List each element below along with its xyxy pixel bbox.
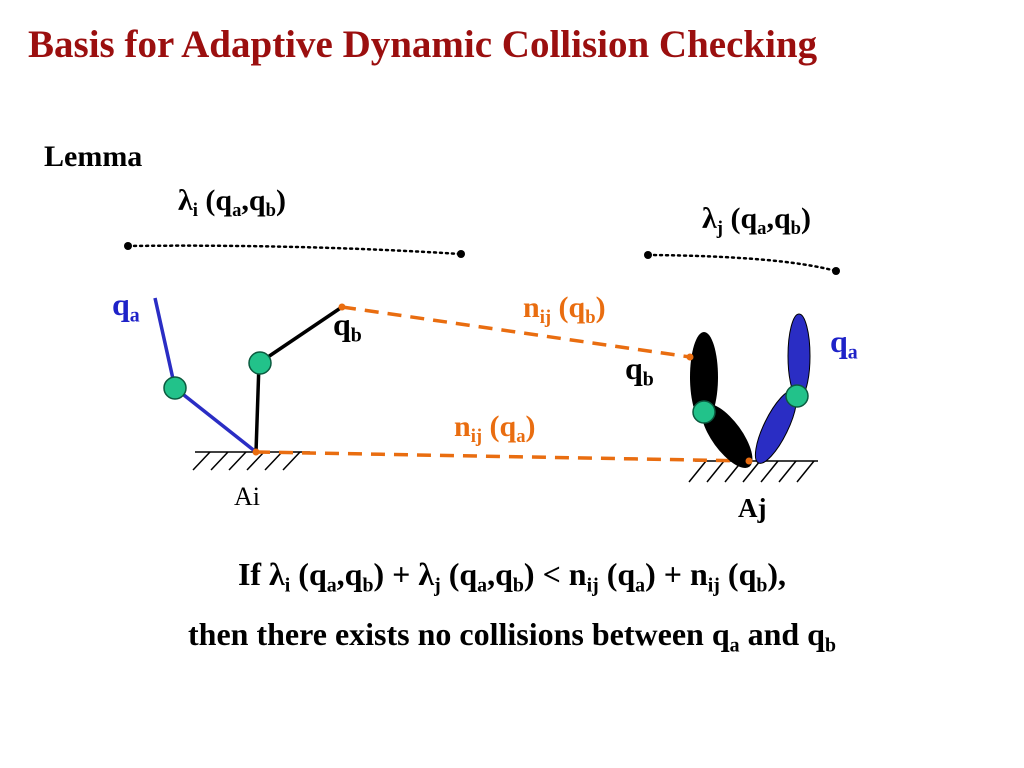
sub-a: a — [635, 574, 646, 597]
args-open: (q — [598, 556, 636, 592]
args-open: (q — [482, 410, 517, 443]
sub-b: b — [790, 217, 801, 239]
lambda-j-arc — [646, 253, 838, 273]
args-open: (q — [440, 556, 478, 592]
cond-less-than: ) < — [523, 556, 569, 592]
cond-plus: ) + — [373, 556, 419, 592]
robot-aj-qb-link1 — [701, 404, 753, 468]
n-ij-qb-line — [341, 305, 691, 359]
sub-j: j — [434, 574, 441, 597]
sub-a: a — [847, 341, 858, 364]
condition-line-1: If λi (qa,qb) + λj (qa,qb) < nij (qa) + … — [0, 556, 1024, 597]
args-close: ) — [800, 202, 811, 235]
robot-ai-qb-links — [254, 305, 343, 453]
n-letter: n — [689, 556, 708, 592]
n-letter: n — [568, 556, 587, 592]
sub-b: b — [362, 574, 374, 597]
sub-b: b — [824, 634, 836, 657]
cond-plus: ) + — [645, 556, 690, 592]
robot-aj-qb-link2 — [690, 332, 718, 422]
robot-aj-qb-tip — [686, 353, 694, 361]
lambda-i-arc-end — [457, 250, 465, 258]
q-letter: q — [625, 350, 643, 386]
args-open: (q — [551, 291, 586, 324]
n-ij-qa-label: nij (qa) — [454, 410, 536, 447]
sub-a: a — [232, 199, 242, 221]
n-ij-qa-line — [255, 450, 750, 463]
robot-aj-name: Aj — [738, 493, 767, 523]
q-letter: q — [112, 286, 130, 322]
sub-b: b — [642, 368, 654, 391]
args-comma: ,q — [336, 556, 363, 592]
lemma-label: Lemma — [44, 140, 143, 173]
lambda-i-label: λi (qa,qb) — [178, 184, 286, 221]
cond-if: If — [237, 556, 270, 592]
lambda-j-arc-start — [644, 251, 652, 259]
n-letter: n — [454, 410, 471, 443]
qb-label-ai: qb — [333, 306, 362, 347]
robot-aj-qb-joint — [692, 400, 716, 424]
sub-i: i — [192, 199, 198, 221]
robot-aj-qa-joint — [785, 384, 809, 408]
sub-a: a — [326, 574, 337, 597]
sub-i: i — [284, 574, 291, 597]
q-letter: q — [830, 323, 848, 359]
q-letter: q — [333, 306, 351, 342]
qa-label-aj: qa — [830, 323, 858, 364]
lambda-symbol: λ — [418, 556, 435, 592]
robot-ai-name: Ai — [234, 482, 260, 511]
ground-ai — [192, 451, 310, 471]
sub-a: a — [757, 217, 767, 239]
lambda-symbol: λ — [269, 556, 285, 592]
n-letter: n — [523, 291, 540, 324]
cond-end: ), — [767, 556, 787, 592]
lambda-j-label: λj (qa,qb) — [702, 202, 811, 239]
lambda-i-arc — [126, 244, 463, 256]
args-comma: ,q — [241, 184, 266, 217]
args-close: ) — [275, 184, 286, 217]
qb-label-aj: qb — [625, 350, 654, 391]
robot-ai-qb-joint — [248, 351, 272, 375]
args-close: ) — [595, 291, 606, 324]
sub-j: j — [716, 217, 723, 239]
sub-a: a — [729, 634, 740, 657]
sub-ij: ij — [470, 425, 483, 447]
args-open: (q — [197, 184, 233, 217]
lambda-symbol: λ — [702, 202, 717, 235]
args-open: (q — [722, 202, 758, 235]
robot-ai-base — [252, 448, 260, 456]
args-close: ) — [525, 410, 536, 443]
sub-b: b — [350, 324, 362, 347]
lambda-i-arc-start — [124, 242, 132, 250]
slide-title: Basis for Adaptive Dynamic Collision Che… — [28, 23, 818, 66]
robot-aj-base — [745, 457, 753, 465]
lambda-j-arc-end — [832, 267, 840, 275]
args-open: (q — [290, 556, 327, 592]
args-comma: ,q — [487, 556, 513, 592]
sub-ij: ij — [586, 574, 599, 597]
condition-line-2: then there exists no collisions between … — [0, 616, 1024, 657]
cond-and: and q — [739, 616, 825, 652]
sub-b: b — [756, 574, 768, 597]
sub-a: a — [516, 425, 526, 447]
cond-text: then there exists no collisions between … — [188, 616, 730, 652]
sub-b: b — [265, 199, 276, 221]
sub-b: b — [585, 306, 596, 328]
sub-ij: ij — [707, 574, 720, 597]
sub-a: a — [477, 574, 488, 597]
ground-aj — [688, 460, 818, 483]
qa-label-ai: qa — [112, 286, 140, 327]
args-comma: ,q — [766, 202, 791, 235]
robot-ai-qa-links — [153, 297, 258, 454]
robot-ai-qb-tip — [338, 303, 346, 311]
n-ij-qb-label: nij (qb) — [523, 291, 606, 328]
lambda-symbol: λ — [178, 184, 193, 217]
sub-ij: ij — [539, 306, 552, 328]
args-open: (q — [719, 556, 757, 592]
sub-a: a — [129, 304, 140, 327]
sub-b: b — [512, 574, 524, 597]
robot-ai-qa-joint — [163, 376, 187, 400]
